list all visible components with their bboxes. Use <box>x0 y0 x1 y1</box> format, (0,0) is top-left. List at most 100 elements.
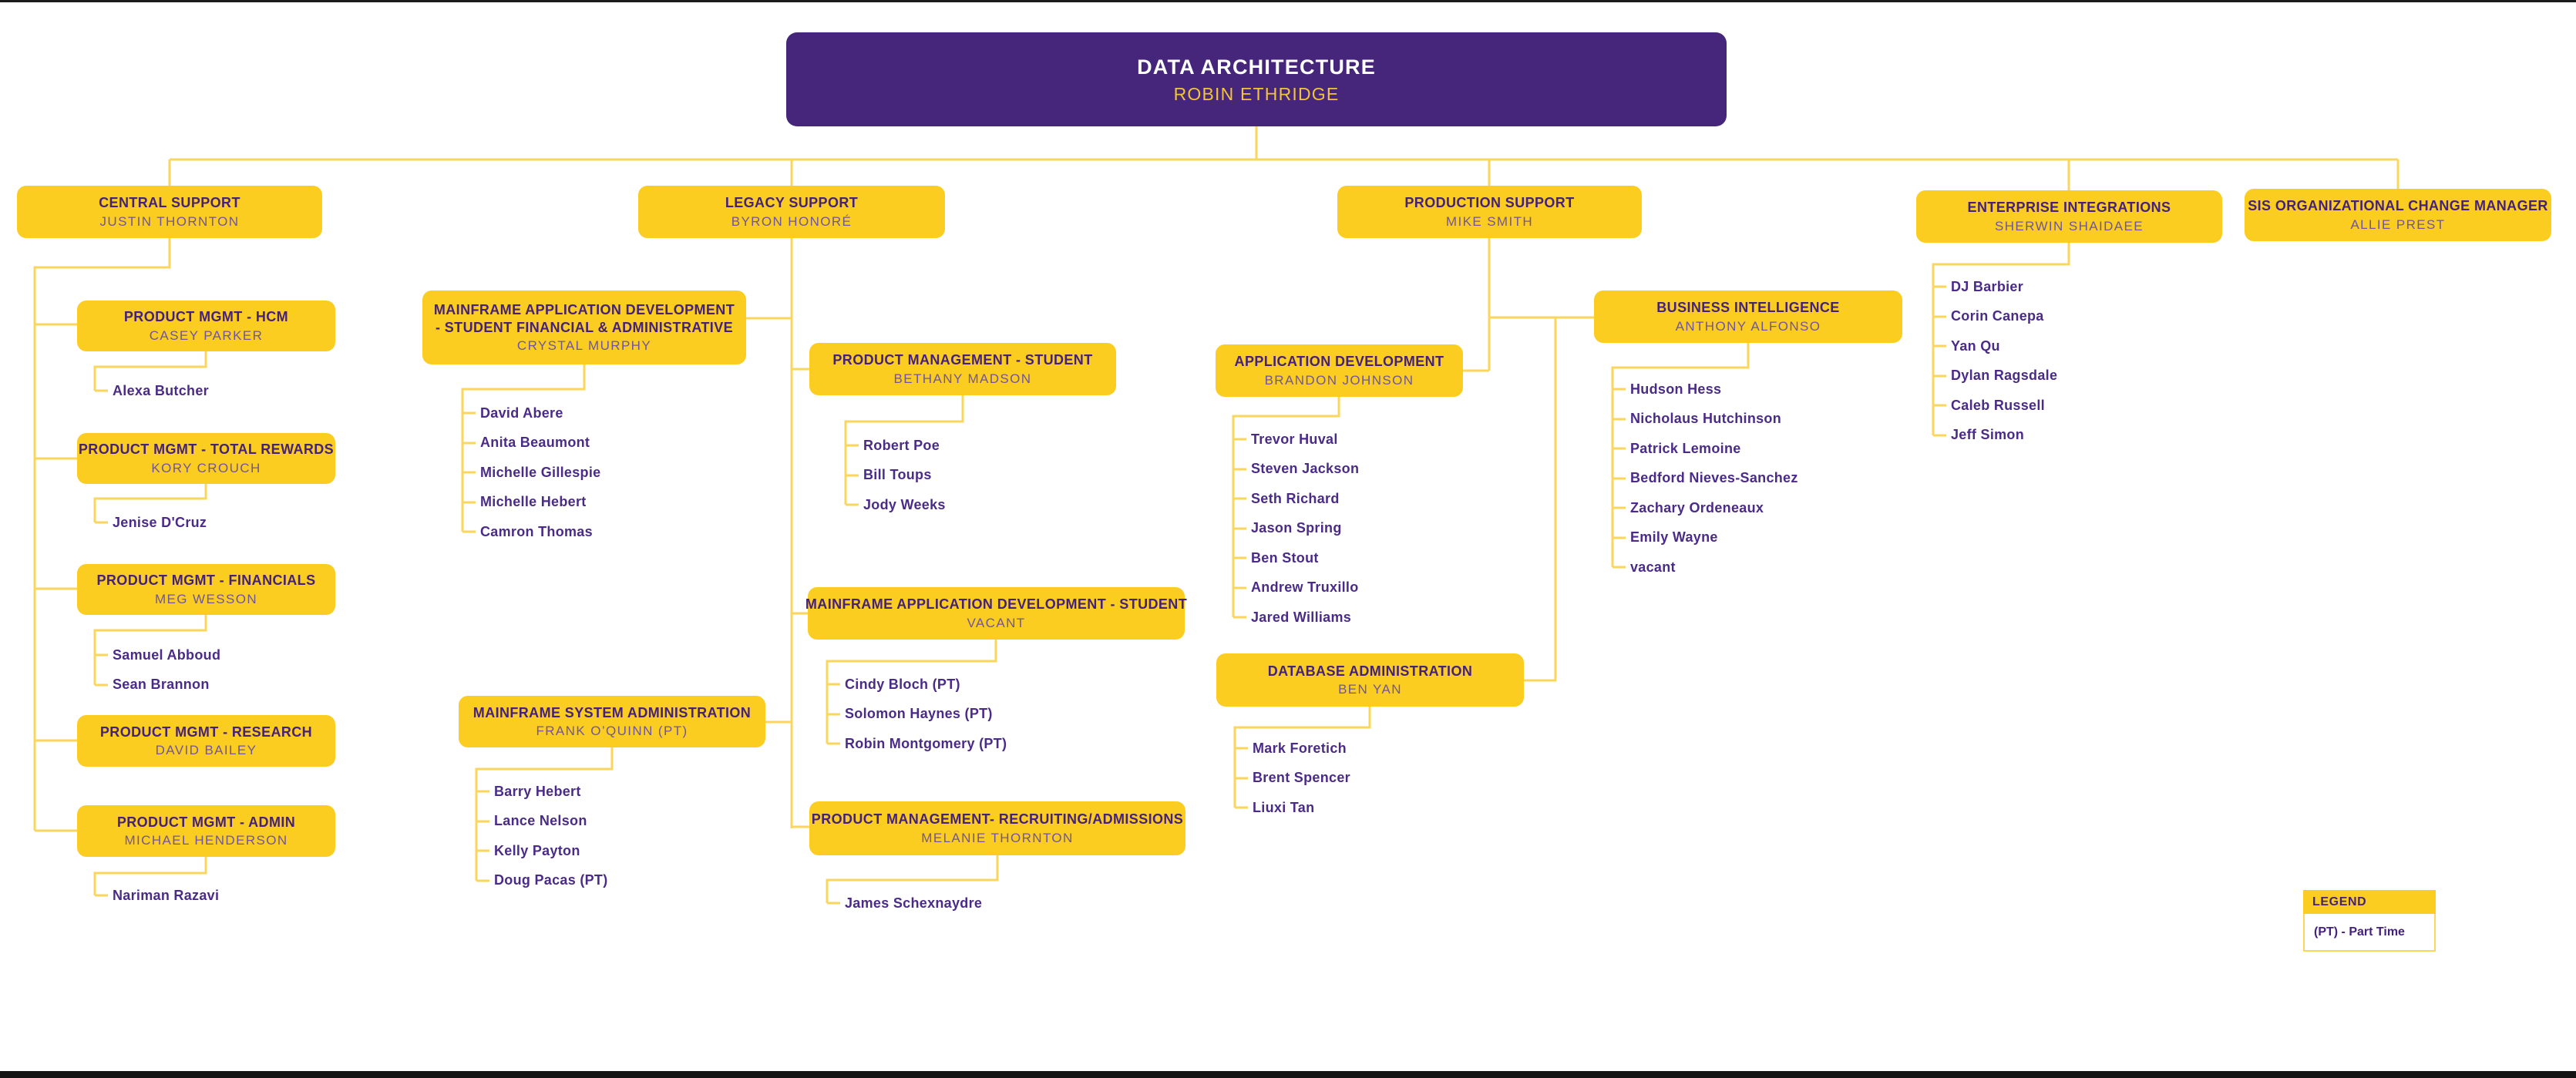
member-name: Jenise D'Cruz <box>113 514 207 530</box>
list-item: Barry Hebert <box>476 777 608 807</box>
org-node-product-mgmt-admin: PRODUCT MGMT - ADMIN MICHAEL HENDERSON <box>77 805 335 857</box>
node-title: DATA ARCHITECTURE <box>1137 55 1376 79</box>
node-person: CASEY PARKER <box>149 327 264 343</box>
list-item: Alexa Butcher <box>94 376 209 406</box>
node-person: MEG WESSON <box>154 591 257 606</box>
member-list-financials: Samuel Abboud Sean Brannon <box>94 640 220 700</box>
list-item: Jody Weeks <box>845 490 946 520</box>
member-name: Patrick Lemoine <box>1630 440 1741 456</box>
member-name: Mark Foretich <box>1253 740 1347 756</box>
node-title: PRODUCT MGMT - ADMIN <box>116 814 296 830</box>
list-item: Trevor Huval <box>1233 425 1359 455</box>
node-person: MIKE SMITH <box>1445 213 1534 229</box>
list-item: Yan Qu <box>1932 331 2057 361</box>
node-person: MICHAEL HENDERSON <box>124 833 288 848</box>
member-list-business-intelligence: Hudson Hess Nicholaus Hutchinson Patrick… <box>1612 374 1798 583</box>
org-node-central-support: CENTRAL SUPPORT JUSTIN THORNTON <box>17 186 322 238</box>
legend: LEGEND (PT) - Part Time <box>2303 890 2436 952</box>
member-name: Corin Canepa <box>1951 308 2044 324</box>
org-node-product-mgmt-financials: PRODUCT MGMT - FINANCIALS MEG WESSON <box>77 564 335 615</box>
node-person: ANTHONY ALFONSO <box>1675 318 1821 334</box>
node-person: ROBIN ETHRIDGE <box>1173 84 1340 105</box>
member-name: Sean Brannon <box>113 677 210 693</box>
node-title: PRODUCT MGMT - TOTAL REWARDS <box>78 442 335 458</box>
node-person: KORY CROUCH <box>151 460 261 475</box>
member-name: Yan Qu <box>1951 338 2000 354</box>
list-item: Robin Montgomery (PT) <box>826 729 1007 759</box>
member-name: David Abere <box>480 405 563 421</box>
member-name: Andrew Truxillo <box>1251 579 1359 596</box>
node-person: JUSTIN THORNTON <box>99 213 240 229</box>
member-name: Michelle Hebert <box>480 494 587 510</box>
list-item: Doug Pacas (PT) <box>476 866 608 896</box>
node-person: BYRON HONORÉ <box>731 213 853 229</box>
node-person: ALLIE PREST <box>2350 217 2446 232</box>
member-name: Nicholaus Hutchinson <box>1630 411 1782 427</box>
legend-item: (PT) - Part Time <box>2303 914 2436 952</box>
member-name: Jared Williams <box>1251 609 1352 625</box>
list-item: Hudson Hess <box>1612 374 1798 405</box>
org-node-legacy-support: LEGACY SUPPORT BYRON HONORÉ <box>638 186 945 238</box>
list-item: Anita Beaumont <box>462 428 600 458</box>
member-list-hcm: Alexa Butcher <box>94 376 209 406</box>
member-list-enterprise-integrations: DJ Barbier Corin Canepa Yan Qu Dylan Rag… <box>1932 272 2057 450</box>
org-node-enterprise-integrations: ENTERPRISE INTEGRATIONS SHERWIN SHAIDAEE <box>1916 190 2222 243</box>
member-name: Zachary Ordeneaux <box>1630 499 1764 515</box>
member-name: Bedford Nieves-Sanchez <box>1630 470 1798 486</box>
list-item: Michelle Hebert <box>462 488 600 518</box>
member-name: Caleb Russell <box>1951 397 2045 413</box>
node-person: BRANDON JOHNSON <box>1264 372 1414 388</box>
member-name: Cindy Bloch (PT) <box>845 676 960 692</box>
node-title: MAINFRAME APPLICATION DEVELOPMENT - STUD… <box>805 596 1188 613</box>
node-title: ENTERPRISE INTEGRATIONS <box>1967 200 2171 216</box>
list-item: Kelly Payton <box>476 836 608 866</box>
node-title: PRODUCT MGMT - RESEARCH <box>99 724 313 740</box>
connector <box>33 238 171 831</box>
org-node-product-mgmt-hcm: PRODUCT MGMT - HCM CASEY PARKER <box>77 301 335 351</box>
list-item: Caleb Russell <box>1932 391 2057 421</box>
list-item: Mark Foretich <box>1234 734 1350 764</box>
member-list-application-development: Trevor Huval Steven Jackson Seth Richard… <box>1233 425 1359 633</box>
node-person: DAVID BAILEY <box>155 743 257 758</box>
node-person: SHERWIN SHAIDAEE <box>1994 218 2144 233</box>
list-item: Nariman Razavi <box>94 881 219 911</box>
member-name: Jeff Simon <box>1951 427 2025 443</box>
connector <box>1524 317 1557 682</box>
node-title: CENTRAL SUPPORT <box>99 195 240 211</box>
member-list-mainframe-system-admin: Barry Hebert Lance Nelson Kelly Payton D… <box>476 777 608 895</box>
member-name: Alexa Butcher <box>113 382 209 398</box>
list-item: Solomon Haynes (PT) <box>826 700 1007 730</box>
list-item: Michelle Gillespie <box>462 458 600 488</box>
list-item: Jason Spring <box>1233 514 1359 544</box>
node-title: MAINFRAME APPLICATION DEVELOPMENT - STUD… <box>433 301 735 335</box>
node-title: PRODUCT MGMT - FINANCIALS <box>96 573 316 589</box>
member-name: Brent Spencer <box>1253 770 1350 786</box>
list-item: Nicholaus Hutchinson <box>1612 405 1798 435</box>
org-node-sis-change-manager: SIS ORGANIZATIONAL CHANGE MANAGER ALLIE … <box>2245 189 2551 241</box>
member-name: Solomon Haynes (PT) <box>845 706 993 722</box>
member-name: vacant <box>1630 559 1676 575</box>
member-name: Doug Pacas (PT) <box>494 872 608 888</box>
org-node-mainframe-app-dev-sfa: MAINFRAME APPLICATION DEVELOPMENT - STUD… <box>422 290 746 364</box>
page-top-border <box>0 0 2576 2</box>
org-node-product-mgmt-student: PRODUCT MANAGEMENT - STUDENT BETHANY MAD… <box>809 343 1116 395</box>
node-title: BUSINESS INTELLIGENCE <box>1656 300 1840 316</box>
member-name: Kelly Payton <box>494 842 580 858</box>
list-item: Bedford Nieves-Sanchez <box>1612 464 1798 494</box>
member-list-pm-recruiting: James Schexnaydre <box>826 888 982 918</box>
member-name: Anita Beaumont <box>480 435 590 451</box>
list-item: Seth Richard <box>1233 484 1359 514</box>
node-title: LEGACY SUPPORT <box>725 195 859 211</box>
member-list-total-rewards: Jenise D'Cruz <box>94 508 207 538</box>
list-item: Zachary Ordeneaux <box>1612 493 1798 523</box>
list-item: Samuel Abboud <box>94 640 220 670</box>
node-person: FRANK O’QUINN (PT) <box>536 724 688 739</box>
member-name: Robert Poe <box>863 437 940 453</box>
org-node-product-mgmt-recruiting: PRODUCT MANAGEMENT- RECRUITING/ADMISSION… <box>809 801 1185 855</box>
member-name: Nariman Razavi <box>113 887 220 903</box>
list-item: vacant <box>1612 552 1798 583</box>
list-item: Corin Canepa <box>1932 302 2057 332</box>
member-name: Lance Nelson <box>494 813 587 829</box>
node-person: VACANT <box>967 615 1026 630</box>
